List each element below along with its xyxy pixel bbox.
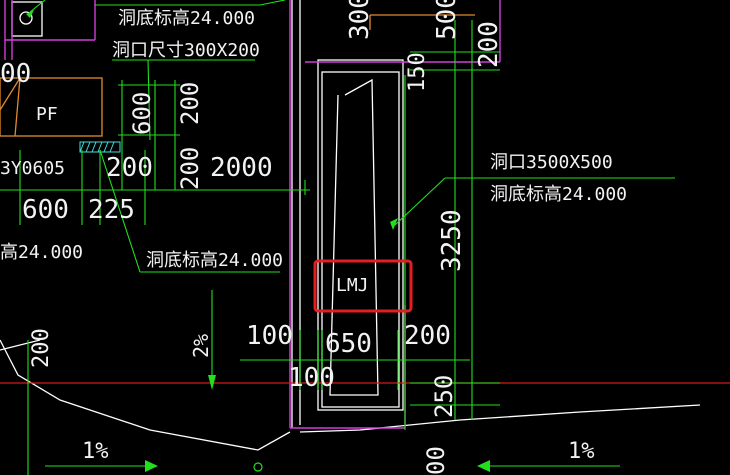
- cyan-hatch: [79, 141, 121, 153]
- slope-2-percent: 2%: [189, 334, 213, 358]
- dim-00-bottom: 00: [422, 446, 450, 475]
- hole-size-300x200: 洞口尺寸300X200: [112, 40, 260, 61]
- dim-600-vertical: 600: [128, 92, 156, 135]
- pf-label: PF: [36, 104, 58, 125]
- dim-200-horizontal: 200: [106, 153, 153, 183]
- dim-200-top: 200: [474, 21, 504, 68]
- lmj-highlight-box: [313, 259, 413, 313]
- dimension-lines: [0, 0, 675, 475]
- dim-3250: 3250: [437, 209, 467, 272]
- dim-200-right: 200: [404, 321, 451, 351]
- hole-size-3500x500: 洞口3500X500: [490, 152, 613, 173]
- arrowheads: [26, 10, 490, 472]
- lmj-label: LMJ: [336, 275, 369, 296]
- datum-marker: [253, 462, 263, 472]
- dim-100-a: 100: [246, 321, 293, 351]
- dim-650: 650: [325, 329, 372, 359]
- dim-2000: 2000: [210, 153, 273, 183]
- right-sill-elevation: 洞底标高24.000: [490, 184, 627, 205]
- dim-225: 225: [88, 195, 135, 225]
- top-sill-elevation: 洞底标高24.000: [118, 8, 255, 29]
- dim-100-b: 100: [288, 363, 335, 393]
- dim-600-horizontal: 600: [22, 195, 69, 225]
- dim-200-left-vertical: 200: [29, 328, 54, 368]
- dim-200-vertical-b: 200: [176, 147, 204, 190]
- mid-sill-elevation: 洞底标高24.000: [146, 250, 283, 271]
- window-tag: 3Y0605: [0, 158, 65, 179]
- left-elevation-partial: 高24.000: [0, 242, 83, 263]
- slope-1-percent-left: 1%: [82, 439, 109, 464]
- slope-1-percent-right: 1%: [568, 439, 595, 464]
- dim-00-left: 00: [0, 59, 31, 89]
- orange-elements: [0, 14, 475, 137]
- dim-200-vertical-a: 200: [176, 82, 204, 125]
- dim-150: 150: [405, 52, 430, 92]
- dim-250: 250: [430, 375, 458, 418]
- dim-500: 500: [432, 0, 462, 40]
- dim-300: 300: [345, 0, 375, 40]
